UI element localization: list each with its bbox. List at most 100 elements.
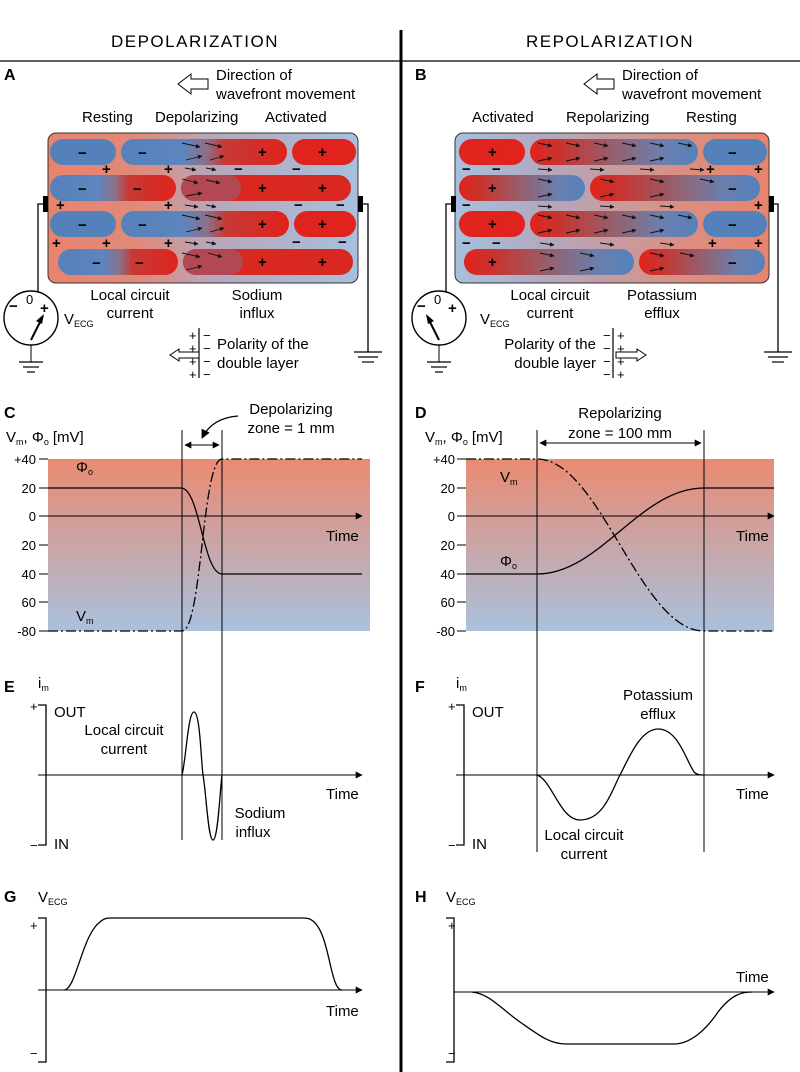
svg-text:−: − [603,341,611,356]
svg-text:+: + [488,180,497,197]
svg-text:+: + [52,235,61,252]
svg-text:+: + [40,300,49,317]
potassium-label-1: Potassium [627,287,697,304]
local-circuit-label-1: Local circuit [84,722,164,739]
sodium-label-1: Sodium [235,805,286,822]
svg-text:−: − [728,181,737,198]
svg-text:+40: +40 [14,452,36,467]
cell [459,139,525,165]
im-label: im [456,675,467,693]
panel-letter-h: H [415,889,427,906]
vecg-curve [63,917,343,991]
svg-text:−: − [203,367,211,382]
local-circuit-label-1: Local circuit [544,827,624,844]
svg-text:20: 20 [441,538,455,553]
svg-text:−: − [492,161,501,178]
svg-text:−: − [492,235,501,252]
minus-mark: − [448,838,456,853]
svg-text:+: + [448,300,457,317]
local-circuit-label-1: Local circuit [90,287,170,304]
svg-text:+: + [754,161,763,178]
zone-label-depolarizing: Depolarizing [155,109,238,126]
cell [50,211,116,237]
double-layer-icon: −−−− ++++ [603,328,647,382]
svg-text:+: + [56,197,65,214]
svg-text:+: + [318,254,327,271]
local-current-arrows [537,142,715,272]
cell [58,249,178,275]
ecg-meter-icon: − 0 + [3,290,59,373]
zone-label-activated: Activated [265,109,327,126]
ground-icon [354,351,382,363]
cell [50,139,116,165]
zone-label-resting: Resting [686,109,737,126]
x-axis-label: Time [326,786,359,803]
svg-text:−: − [203,328,211,343]
svg-text:+: + [617,354,625,369]
svg-text:+: + [189,354,197,369]
panel-f: F im + − OUT IN Time Local circuit curre… [415,675,775,863]
cell [590,175,760,201]
minus-mark: − [30,1046,38,1061]
im-curve [181,711,223,841]
svg-text:0: 0 [29,509,36,524]
x-axis-label: Time [736,786,769,803]
wavefront-arrow-icon [177,72,209,96]
polarity-label-2: double layer [514,355,596,372]
svg-text:−: − [234,161,243,178]
local-circuit-label-2: current [527,305,575,322]
svg-text:−: − [78,217,87,234]
svg-text:+: + [754,235,763,252]
vecg-label: VECG [446,889,476,907]
x-axis-label: Time [326,528,359,545]
cell [530,139,698,165]
im-curve [536,728,705,821]
im-label: im [38,675,49,693]
repolarizing-zone-label-1: Repolarizing [578,405,661,422]
vm-curve [466,458,774,632]
plus-mark: + [30,699,38,714]
svg-text:−: − [135,255,144,272]
plus-mark: + [30,918,38,933]
cell [703,139,767,165]
cell [50,175,176,201]
svg-text:−: − [336,197,345,214]
plot-background [48,459,370,631]
svg-text:−: − [203,354,211,369]
svg-text:+: + [102,161,111,178]
panel-letter-e: E [4,679,15,696]
svg-text:+: + [189,341,197,356]
panel-letter-f: F [415,679,425,696]
zone-pointer-arrow [201,415,239,439]
vecg-label: VECG [64,311,94,329]
svg-text:−: − [417,298,426,315]
svg-text:−: − [603,354,611,369]
svg-text:−: − [78,181,87,198]
svg-text:+: + [488,144,497,161]
direction-label-line1: Direction of [216,67,293,84]
svg-text:60: 60 [441,595,455,610]
vm-label: Vm [76,608,94,626]
vecg-label: VECG [480,311,510,329]
electrode-right [358,196,363,212]
in-label: IN [54,836,69,853]
minus-mark: − [30,838,38,853]
svg-text:−: − [92,255,101,272]
svg-text:−: − [138,145,147,162]
out-label: OUT [472,704,504,721]
electrode-left [451,196,456,212]
svg-text:0: 0 [26,292,33,307]
local-circuit-label-2: current [561,846,609,863]
zone-label-repolarizing: Repolarizing [566,109,649,126]
panel-letter-g: G [4,889,16,906]
svg-text:0: 0 [448,509,455,524]
intracellular-signs: + − + − + − + − [488,144,737,272]
electrode-right [769,196,774,212]
panel-a: A Direction of wavefront movement Restin… [3,67,382,382]
phi-o-label: Φo [76,459,93,477]
svg-text:−: − [133,181,142,198]
cell [294,211,356,237]
